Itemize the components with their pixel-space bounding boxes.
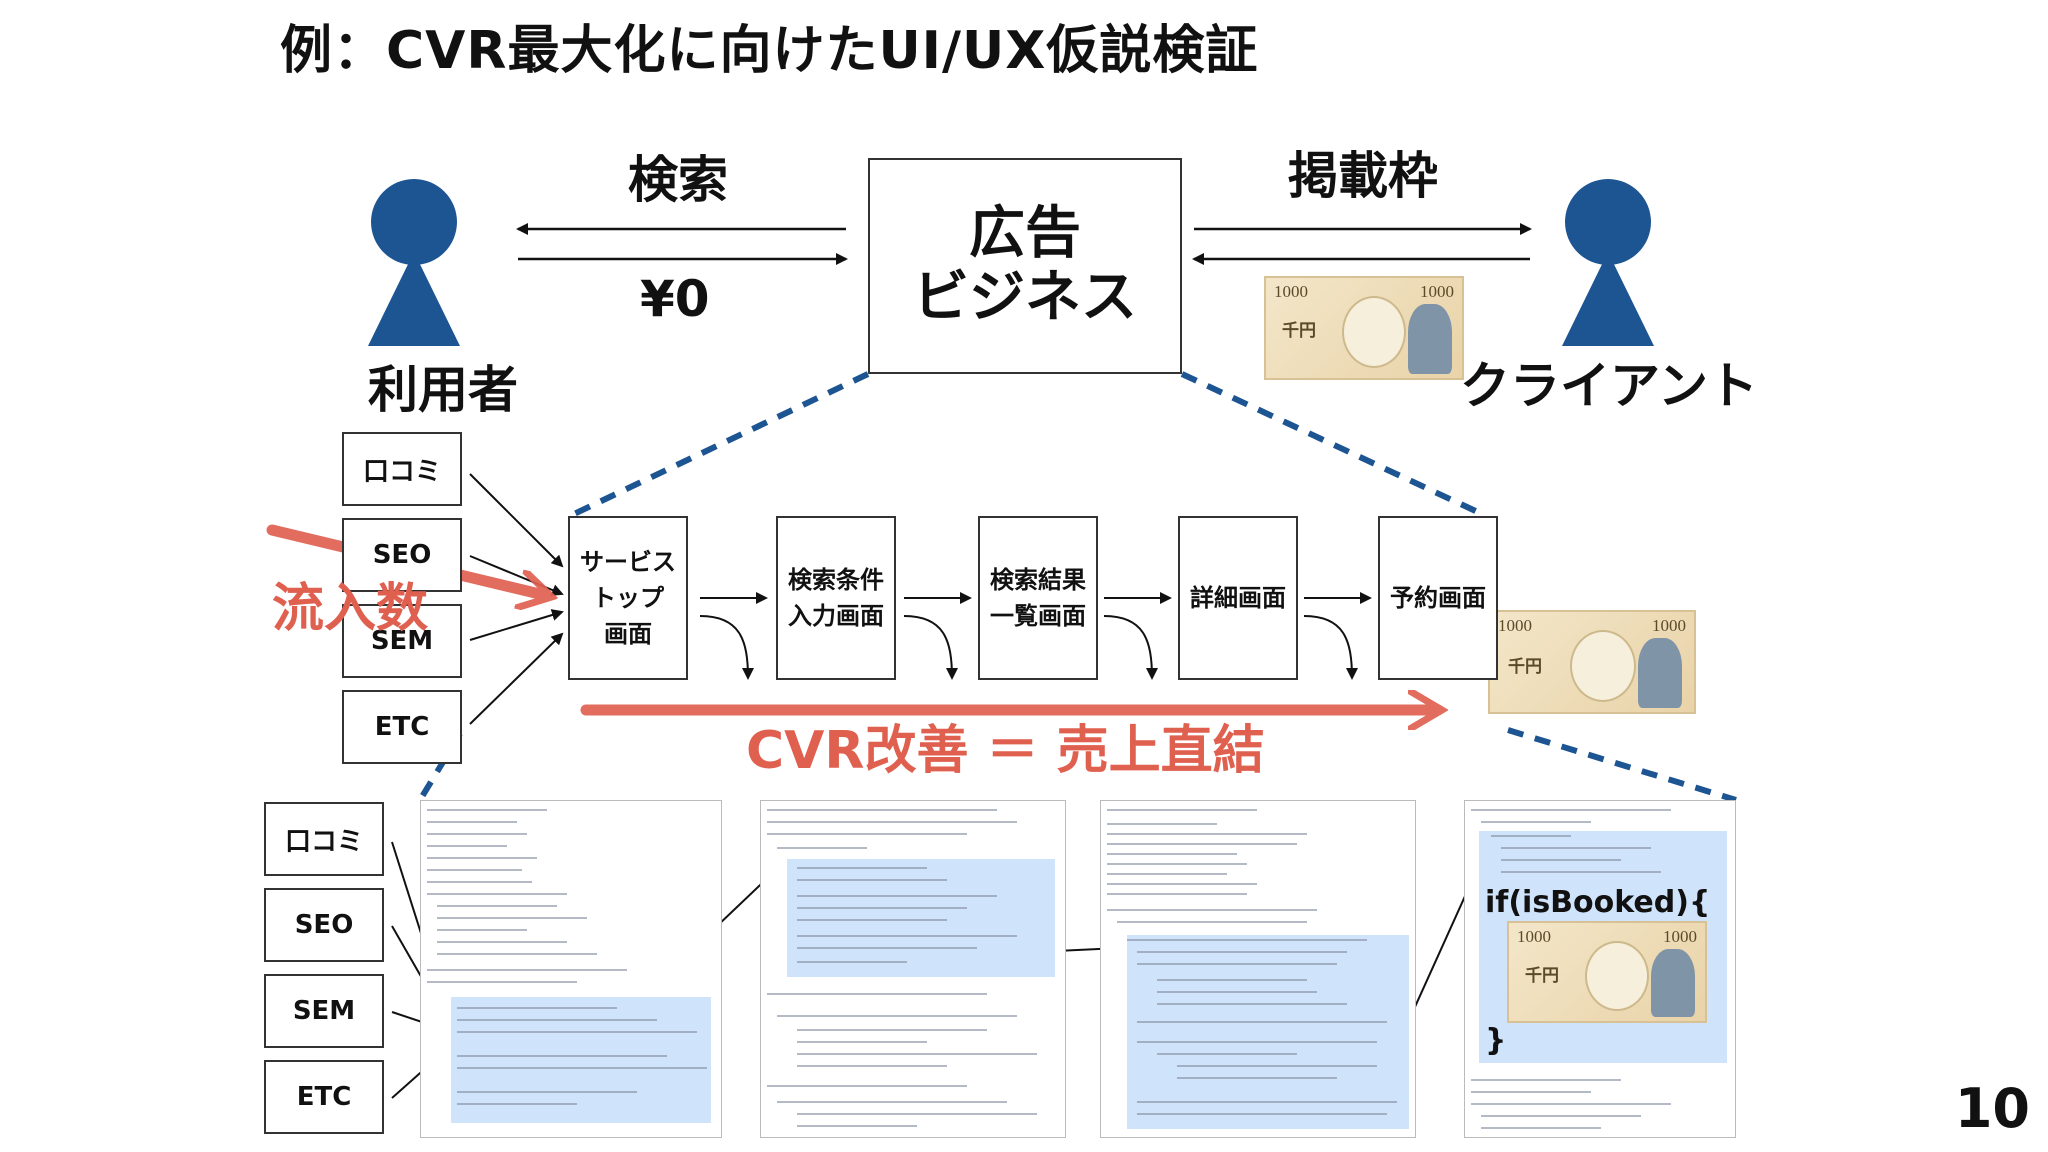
ad-business-line2: ビジネス (913, 265, 1137, 330)
source-word-of-mouth: 口コミ (342, 432, 462, 506)
code-source-seo: SEO (264, 888, 384, 962)
yen-bill-icon: 1000 1000 千円 (1507, 921, 1707, 1023)
user-label: 利用者 (368, 361, 518, 419)
ad-slot-label: 掲載枠 (1288, 147, 1438, 205)
inflow-label: 流入数 (272, 579, 429, 639)
ad-business-box: 広告 ビジネス (868, 158, 1182, 374)
page-number: 10 (1954, 1077, 2030, 1140)
yen-bill-icon: 1000 1000 千円 (1264, 276, 1464, 380)
search-label: 検索 (628, 151, 728, 209)
step-search-results: 検索結果 一覧画面 (978, 516, 1098, 680)
source-etc: ETC (342, 690, 462, 764)
ad-business-line1: 広告 (969, 201, 1081, 266)
zoom-line-right-top (1180, 371, 1484, 517)
slide-title: 例：CVR最大化に向けたUI/UX仮説検証 (280, 21, 1259, 81)
code-screenshot-detail (1100, 800, 1416, 1138)
code-screenshot-service-top (420, 800, 722, 1138)
step-booking: 予約画面 (1378, 516, 1498, 680)
booked-closing-brace: } (1485, 1023, 1507, 1058)
source-sem: SEM (342, 604, 462, 678)
user-figure-icon (368, 179, 460, 346)
cvr-label: CVR改善 ＝ 売上直結 (746, 721, 1265, 781)
code-source-word-of-mouth: 口コミ (264, 802, 384, 876)
client-label: クライアント (1460, 357, 1758, 415)
zoom-line-right-bottom (1507, 727, 1737, 803)
price-label: ¥0 (640, 270, 710, 328)
code-source-sem: SEM (264, 974, 384, 1048)
code-source-etc: ETC (264, 1060, 384, 1134)
step-arrows (699, 592, 1372, 680)
yen-bill-icon: 1000 1000 千円 (1488, 610, 1696, 714)
code-screenshot-search-input (760, 800, 1066, 1138)
zoom-line-left-top (572, 371, 870, 517)
client-figure-icon (1562, 179, 1654, 346)
step-service-top: サービス トップ 画面 (568, 516, 688, 680)
code-screenshot-booking: if(isBooked){ 1000 1000 千円 } (1464, 800, 1736, 1138)
step-search-input: 検索条件 入力画面 (776, 516, 896, 680)
booked-condition-code: if(isBooked){ (1485, 885, 1711, 920)
source-seo: SEO (342, 518, 462, 592)
step-detail: 詳細画面 (1178, 516, 1298, 680)
